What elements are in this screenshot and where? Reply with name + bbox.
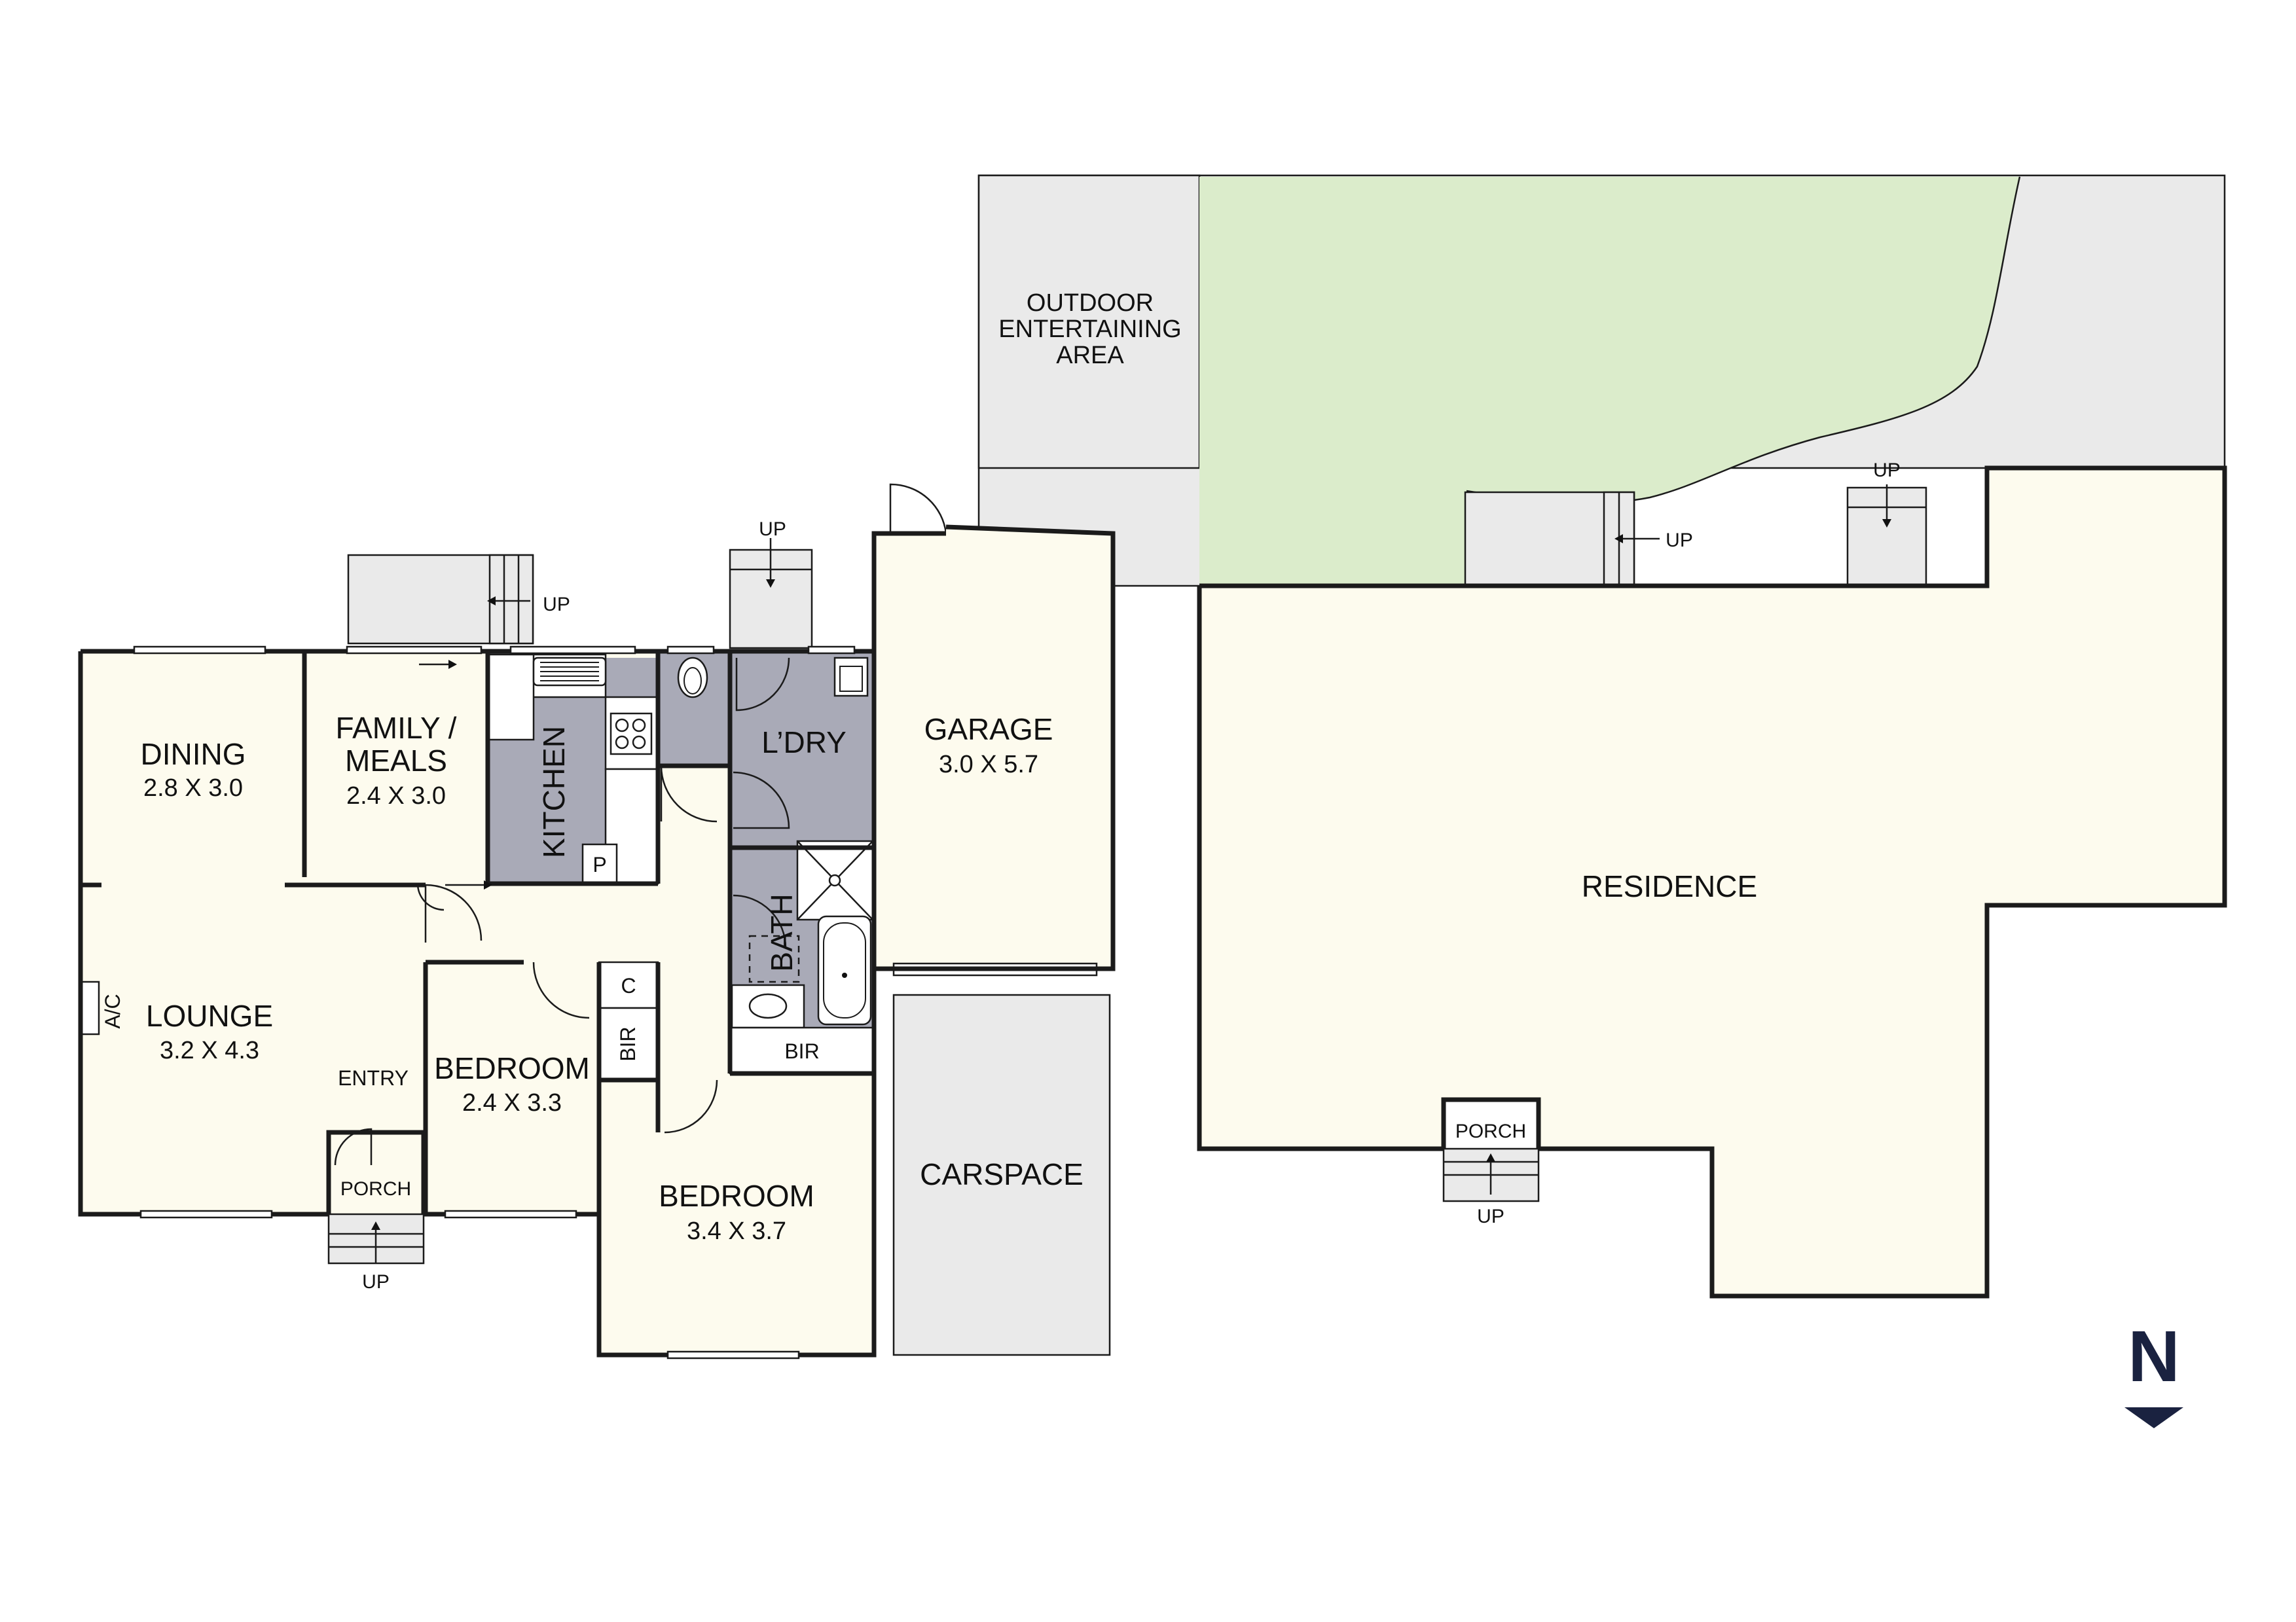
kitchen-label: KITCHEN [537,726,571,858]
north-arrow-icon [2124,1407,2183,1428]
deck-up-label: UP [543,594,570,615]
residence-porch-up-label: UP [1477,1206,1504,1227]
carspace-label: CARSPACE [920,1157,1084,1191]
ac-label: A/C [101,994,124,1028]
outdoor-label-line3: AREA [1056,342,1124,369]
bedroom-small-label: BEDROOM [434,1051,590,1085]
garage-label: GARAGE [924,712,1053,746]
garage-dims: 3.0 X 5.7 [939,751,1038,778]
bedroom-small-dims: 2.4 X 3.3 [462,1089,562,1117]
dining-label: DINING [141,737,246,771]
residence-site [977,174,2227,1299]
family-dims: 2.4 X 3.0 [346,782,446,810]
lawn-steps-up-label: UP [1666,530,1693,551]
laundry-label: L’DRY [761,725,847,759]
bedroom-large-label: BEDROOM [659,1179,814,1213]
residence-building [1199,468,2225,1296]
porch-up-label: UP [362,1271,390,1293]
porch-label: PORCH [340,1178,411,1200]
entry-label: ENTRY [338,1066,409,1090]
lounge-dims: 3.2 X 4.3 [160,1037,259,1064]
family-label-line2: MEALS [345,744,447,778]
carspace-area [892,994,1111,1356]
residence-porch-label: PORCH [1455,1121,1526,1142]
laundry-up-label: UP [759,518,786,540]
bir-small-label: BIR [616,1026,640,1061]
linen-label: C [621,974,636,998]
room-labels: DINING 2.8 X 3.0 FAMILY / MEALS 2.4 X 3.… [101,289,1901,1293]
pantry-label: P [592,853,606,876]
outdoor-label-line2: ENTERTAINING [998,315,1181,343]
main-house [78,483,1116,1360]
rear-steps-up-label: UP [1873,460,1901,481]
lawn-area [1199,177,2020,586]
bir-large-label: BIR [784,1039,819,1063]
north-compass: N [2124,1316,2183,1428]
lounge-label: LOUNGE [146,999,273,1033]
bedroom-large-dims: 3.4 X 3.7 [687,1217,786,1245]
dining-dims: 2.8 X 3.0 [143,774,243,802]
family-label-line1: FAMILY / [336,711,457,745]
residence-label: RESIDENCE [1582,869,1757,903]
outdoor-label-line1: OUTDOOR [1027,289,1154,317]
bath-label: BATH [765,893,799,971]
compass-letter: N [2128,1316,2179,1397]
